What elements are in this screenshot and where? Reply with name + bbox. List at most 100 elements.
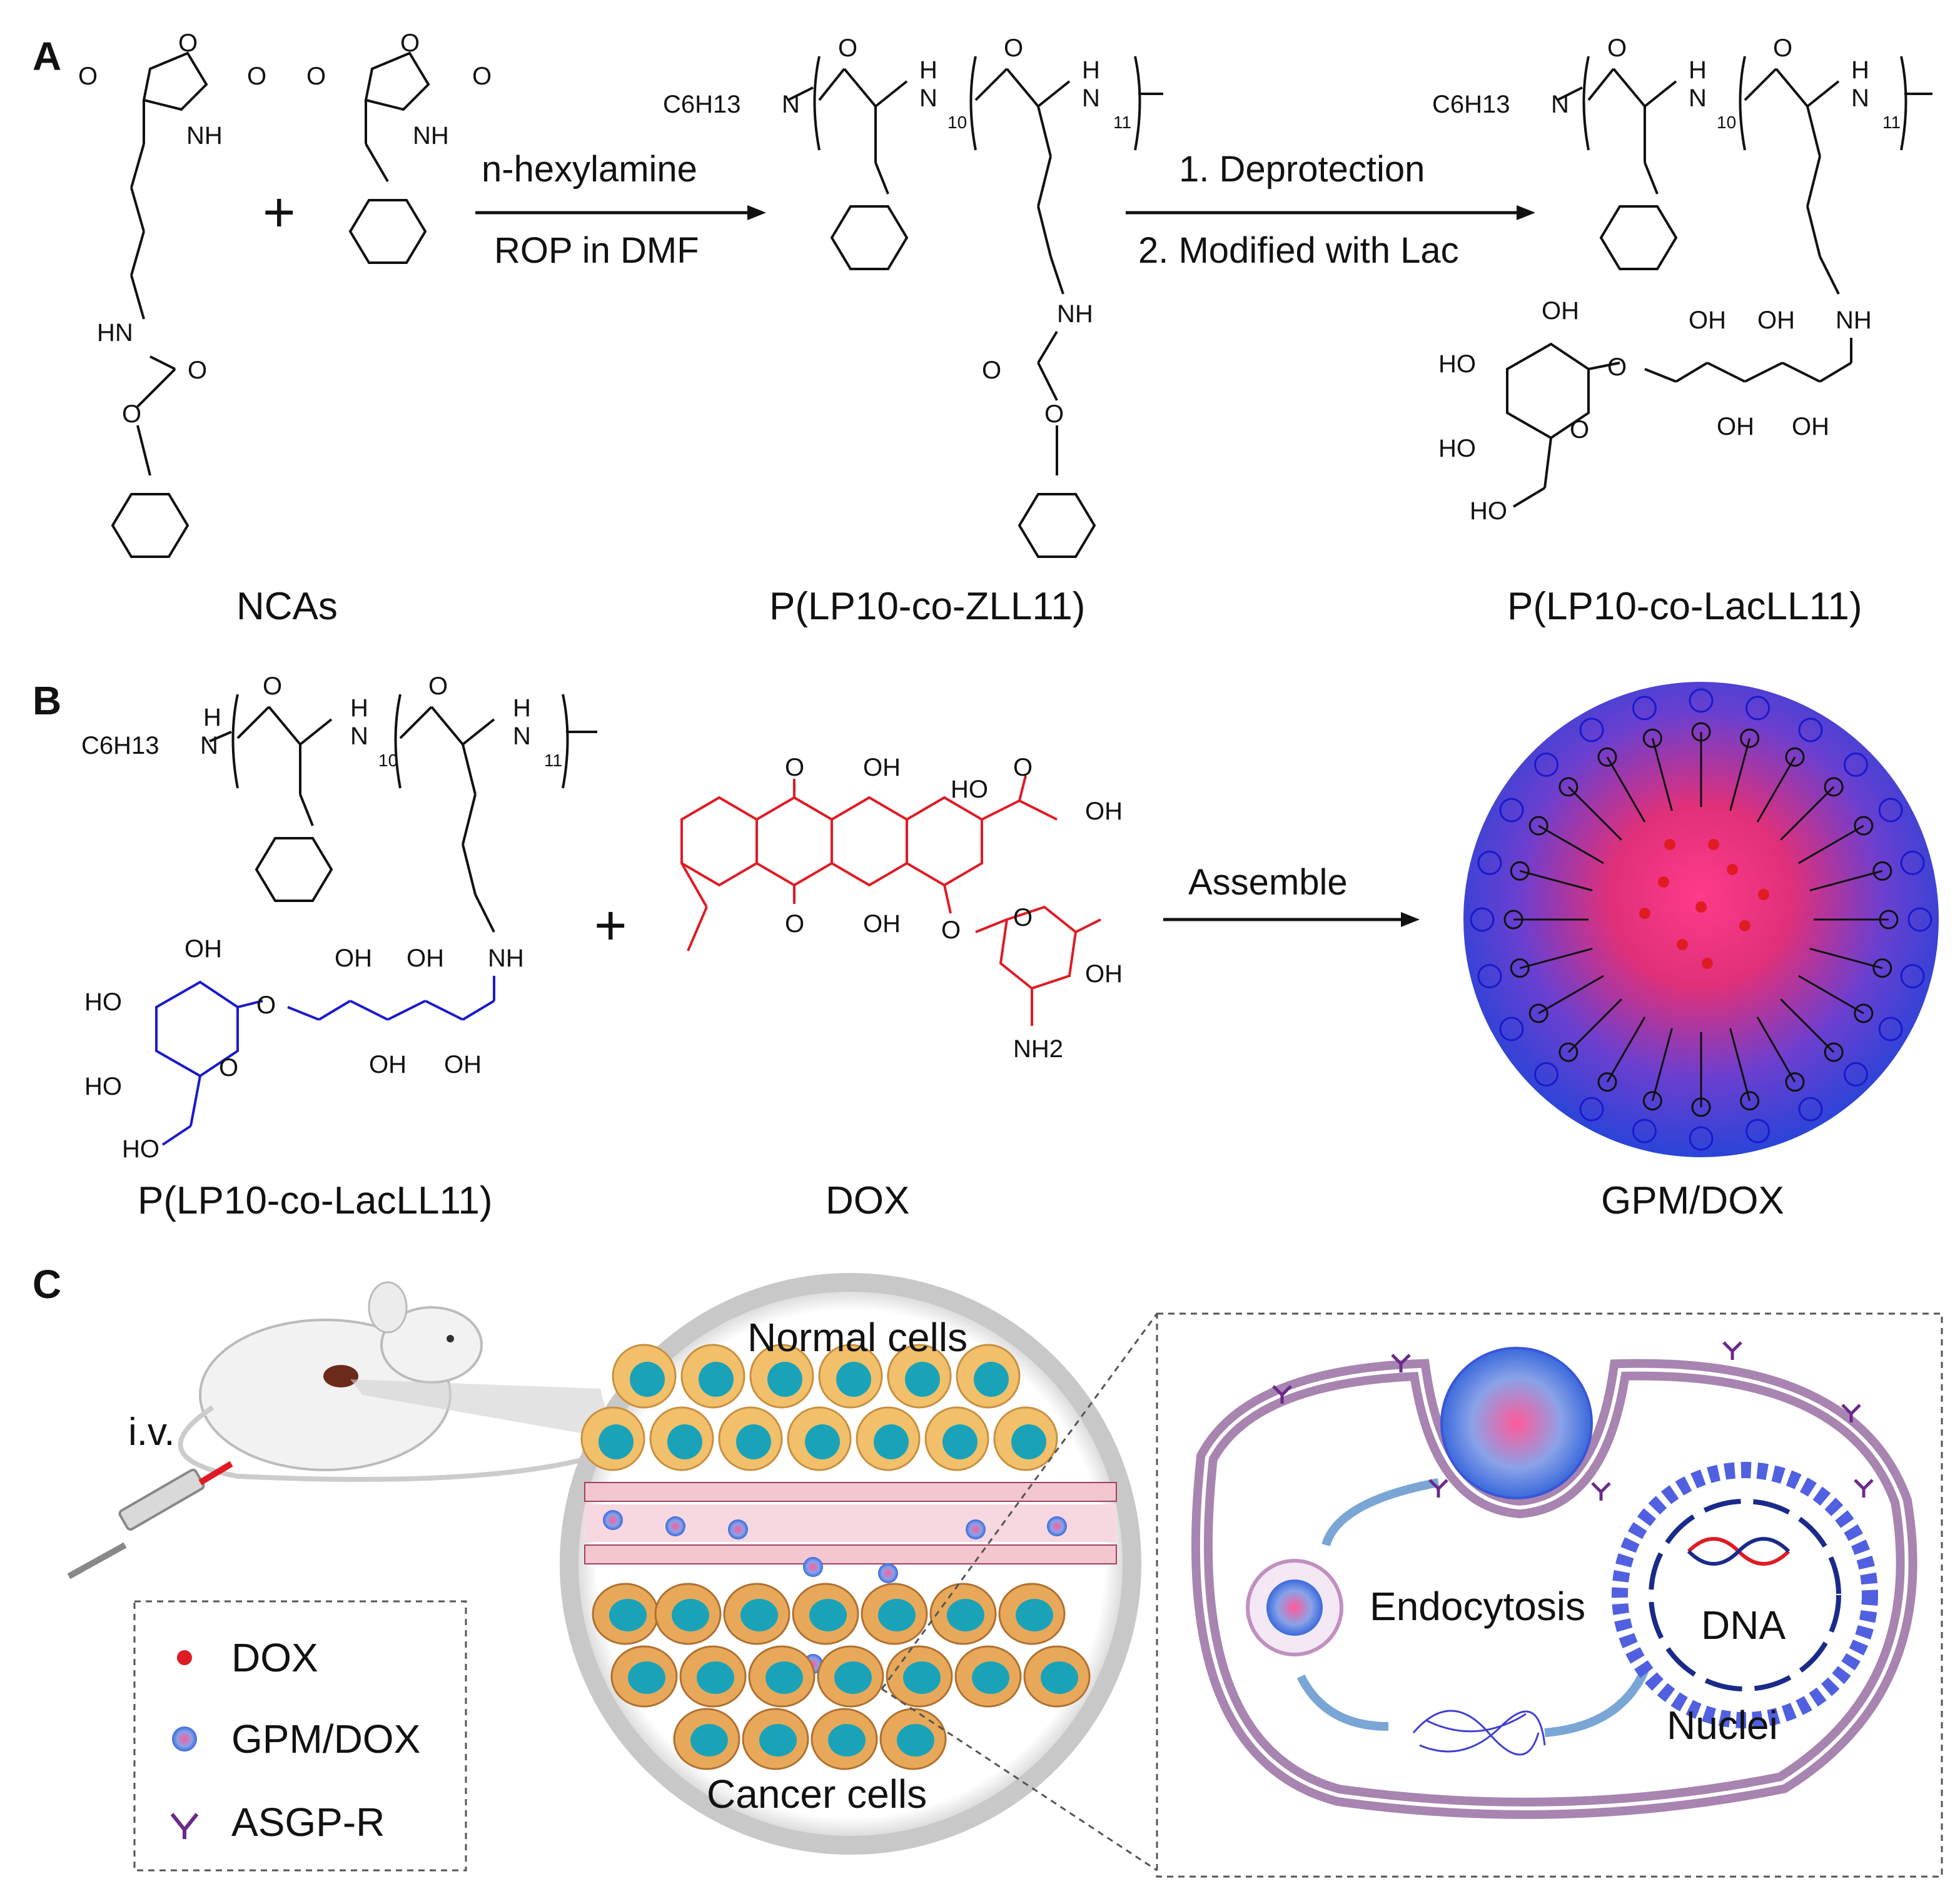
polymer-b-structure [209,694,597,933]
cell-nucleus [809,1599,847,1631]
panel-c-label: C [33,1262,61,1307]
atom-n: N [513,722,531,750]
atom-ho: HO [84,1073,122,1100]
nuclei-label: Nuclei [1667,1703,1778,1748]
receptor-icon [1391,1354,1411,1372]
cell-nucleus [834,1661,872,1694]
repeat-11: 11 [1882,113,1901,132]
atom-o: O [1013,754,1033,781]
arrow1-bottom-label: ROP in DMF [494,230,699,271]
zll-polymer-structure [787,56,1163,558]
micelle-spoke [1809,869,1883,891]
atom-nh: NH [1057,300,1093,328]
micelle-spoke [1780,998,1835,1053]
benzene-ring-icon [1503,910,1523,930]
panel-a-label: A [33,34,61,79]
cell-nucleus [874,1424,909,1459]
micelle-spoke [1798,824,1864,864]
atom-oh: OH [863,754,901,781]
atom-o: O [78,63,98,90]
benzene-ring-icon [1528,816,1548,836]
atom-o: O [1570,416,1589,444]
plus-sign-b: + [594,895,627,957]
atom-oh: OH [1757,307,1795,334]
cell-nucleus [1041,1661,1078,1694]
release-arrow [1296,1674,1389,1731]
benzene-ring-icon [1740,728,1760,748]
atom-oh: OH [863,910,901,938]
repeat-11: 11 [1113,113,1131,132]
atom-o: O [982,357,1001,384]
benzene-ring-icon [1872,861,1892,881]
benzene-ring-icon [1854,816,1874,836]
benzene-ring-icon [1824,1042,1844,1062]
atom-h: H [1082,56,1100,84]
iv-label: i.v. [128,1411,175,1454]
micelle-spoke [1606,1016,1646,1083]
cell-nucleus [897,1724,934,1757]
released-polymer-tangle [1412,1710,1546,1756]
cell-nucleus [828,1724,866,1757]
arrow1-top-label: n-hexylamine [482,149,697,190]
atom-h: H [203,704,221,731]
benzene-ring-icon [1854,1003,1874,1023]
lactose-shell-unit [1579,1097,1604,1122]
atom-o: O [1004,34,1023,62]
atom-c6h13: C6H13 [81,732,159,759]
dox-dot [1677,939,1688,950]
cell-nucleus [736,1424,771,1459]
red-dot-icon [177,1650,192,1665]
benzene-ring-icon [1510,958,1530,978]
normal-cells-label: Normal cells [747,1315,967,1360]
uptake-arrow [1321,1478,1440,1547]
cell-membrane-inner [1200,1367,1909,1810]
micelle-spoke [1567,998,1622,1053]
dox-dot [1695,901,1707,913]
caption-gpm: GPM/DOX [1601,1179,1784,1222]
receptor-icon [170,1813,199,1839]
benzene-ring-icon [1597,747,1617,767]
atom-o: O [122,400,141,428]
cell-nucleus [672,1599,709,1631]
dox-structure [680,775,1101,1026]
lacll-polymer-structure [1506,56,1932,508]
receptor-icon [1428,1479,1448,1498]
micelle-spoke [1756,756,1796,823]
atom-o: O [1607,353,1627,381]
atom-o: O [941,916,961,944]
dox-dot [1658,876,1669,888]
atom-oh: OH [444,1051,482,1078]
atom-oh: OH [1085,960,1123,988]
benzene-ring-icon [1785,1072,1805,1092]
micelle-icon [728,1519,748,1539]
legend-asgpr-label: ASGP-R [231,1800,385,1845]
arrow2-bottom-label: 2. Modified with Lac [1138,230,1459,271]
micelle-icon [665,1516,685,1536]
lactose-shell-unit [1798,1097,1823,1122]
micelle-icon [172,1726,197,1752]
lactose-shell-unit [1745,696,1771,721]
cell-nucleus [609,1599,647,1631]
receptor-icon [1854,1479,1874,1498]
atom-ho: HO [1438,435,1476,462]
micelle-icon [803,1557,823,1577]
micelle-entering-cell [1440,1347,1593,1499]
lactose-shell-unit [1477,964,1502,989]
atom-ho: HO [122,1135,159,1163]
atom-o: O [188,357,207,384]
atom-o: O [400,29,420,57]
atom-o: O [785,754,804,781]
micelle-spoke [1567,786,1622,841]
caption-zll: P(LP10-co-ZLL11) [769,585,1085,628]
dox-dot [1727,864,1738,875]
repeat-10: 10 [1717,113,1736,132]
micelle-spoke [1756,1016,1796,1083]
asgp-receptors [1272,1341,1874,1501]
cell-nucleus [667,1424,702,1459]
receptor-icon [1841,1404,1861,1422]
lactose-shell-unit [1843,753,1868,778]
benzene-ring-icon [1691,1097,1711,1117]
dox-dot [1702,958,1713,969]
atom-ho: HO [1438,350,1476,378]
repeat-10: 10 [378,751,398,770]
